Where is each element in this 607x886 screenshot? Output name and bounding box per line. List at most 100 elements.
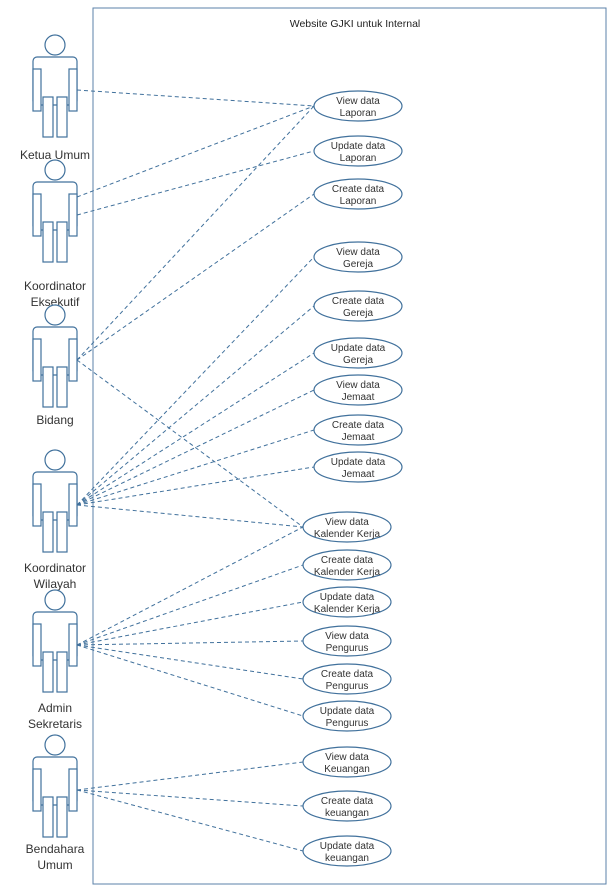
use-case-ellipse [313, 414, 403, 446]
use-case-ellipse [313, 178, 403, 210]
actor-left-arm [32, 623, 42, 667]
actor-right-arm [68, 68, 78, 112]
actor-right-arm [68, 768, 78, 812]
association-line [76, 504, 304, 528]
actor-left-leg [42, 96, 54, 138]
association-line [76, 359, 304, 528]
association-line [76, 89, 315, 107]
association-line [76, 150, 315, 216]
use-case-label: keuangan [325, 808, 369, 819]
use-case-label: Jemaat [342, 392, 375, 403]
use-case-label: Jemaat [342, 469, 375, 480]
use-case-label: Create data [332, 420, 385, 431]
actor-left-leg [42, 796, 54, 838]
actor-left-arm [32, 68, 42, 112]
actor-left-arm [32, 483, 42, 527]
use-case-ellipse [302, 835, 392, 867]
association-line [76, 526, 304, 646]
use-case-label: Update data [320, 592, 375, 603]
association-line [76, 640, 304, 646]
association-line [76, 305, 315, 506]
actor-right-leg [56, 796, 68, 838]
actor-bidang[interactable]: Bidang [32, 304, 78, 427]
use-case-label: Create data [321, 555, 374, 566]
actor-right-leg [56, 651, 68, 693]
use-case-ellipse [302, 746, 392, 778]
actor-right-arm [68, 193, 78, 237]
actor-left-leg [42, 651, 54, 693]
actor-label: Umum [37, 858, 72, 872]
association-line [76, 193, 315, 361]
use-case-label: Update data [331, 141, 386, 152]
actor-head [44, 449, 66, 471]
association-line [76, 789, 304, 852]
use-case-ellipse [302, 586, 392, 618]
use-case-label: Update data [331, 343, 386, 354]
use-case-label: Create data [332, 184, 385, 195]
association-line [76, 644, 304, 680]
actors: Ketua UmumKoordinatorEksekutifBidangKoor… [20, 34, 90, 872]
use-case-ellipse [302, 700, 392, 732]
use-case-label: Update data [320, 841, 375, 852]
use-case-ellipse [313, 451, 403, 483]
actor-head [44, 159, 66, 181]
use-case-label: Kalender Kerja [314, 604, 381, 615]
actor-left-leg [42, 511, 54, 553]
association-line [76, 105, 315, 361]
actor-head [44, 304, 66, 326]
use-case-label: Laporan [340, 196, 377, 207]
association-line [76, 105, 315, 198]
use-case-label: Gereja [343, 308, 373, 319]
use-case-ellipse [302, 790, 392, 822]
use-case-label: Create data [321, 669, 374, 680]
use-case-ellipse [302, 663, 392, 695]
use-case-label: Create data [321, 796, 374, 807]
association-line [76, 389, 315, 506]
system-title: Website GJKI untuk Internal [290, 18, 421, 30]
association-line [76, 601, 304, 646]
use-case-label: View data [325, 752, 369, 763]
actor-right-arm [68, 483, 78, 527]
use-case-label: View data [325, 517, 369, 528]
association-line [76, 564, 304, 646]
use-case-label: Laporan [340, 108, 377, 119]
actor-ketua[interactable]: Ketua Umum [20, 34, 90, 162]
use-case-label: View data [336, 247, 380, 258]
association-line [76, 761, 304, 791]
use-case-label: View data [325, 631, 369, 642]
use-case-ellipse [302, 625, 392, 657]
association-line [76, 789, 304, 807]
use-case-label: Update data [331, 457, 386, 468]
use-case-label: View data [336, 380, 380, 391]
use-case-label: Keuangan [324, 764, 370, 775]
use-case-label: Kalender Kerja [314, 567, 381, 578]
actor-label: Ketua Umum [20, 148, 90, 162]
use-case-label: Pengurus [326, 681, 369, 692]
use-case-label: Gereja [343, 355, 373, 366]
actor-label: Bidang [36, 413, 73, 427]
